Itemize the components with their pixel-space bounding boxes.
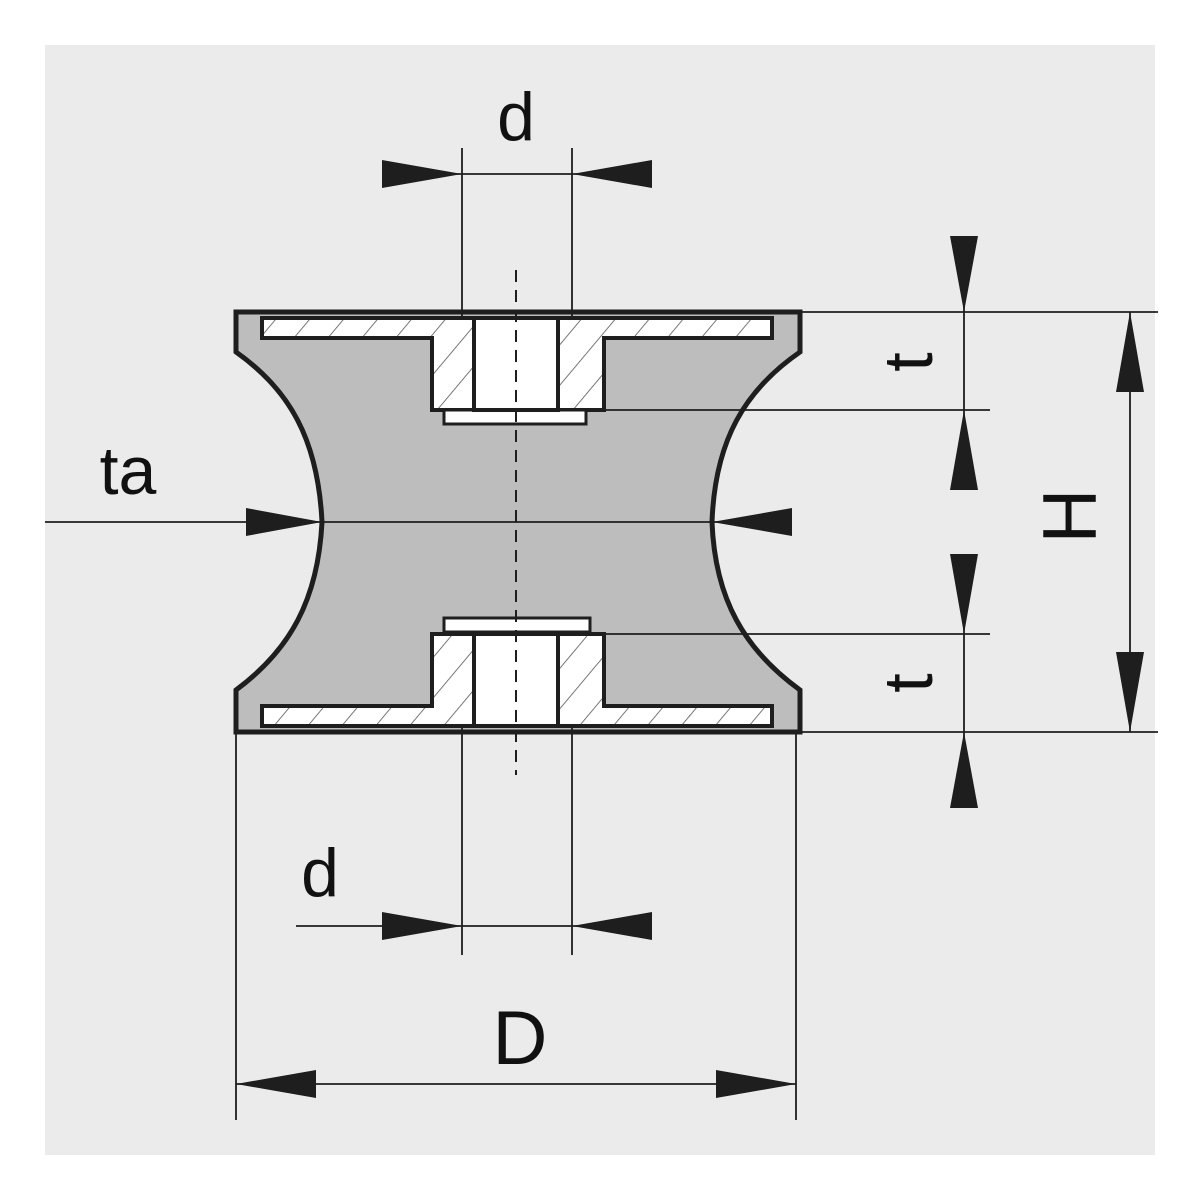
arrowhead <box>382 912 462 940</box>
arrowhead <box>950 554 978 634</box>
label-t-top: t <box>869 352 947 371</box>
dimension-D <box>236 1070 796 1098</box>
arrowhead <box>382 160 462 188</box>
arrowhead <box>246 508 322 536</box>
dimension-H <box>1116 312 1144 732</box>
arrowhead <box>950 732 978 808</box>
label-d-top: d <box>497 79 535 155</box>
arrowhead <box>1116 312 1144 392</box>
arrowhead <box>1116 652 1144 732</box>
label-d-bottom: d <box>301 835 339 911</box>
arrowhead <box>236 1070 316 1098</box>
dimension-t-bottom <box>950 554 978 808</box>
dimension-d-top <box>382 160 652 188</box>
dimension-ta <box>45 508 792 536</box>
arrowhead <box>950 410 978 490</box>
label-D: D <box>493 996 548 1081</box>
label-H: H <box>1028 489 1113 544</box>
arrowhead <box>950 236 978 312</box>
label-ta: ta <box>100 433 157 509</box>
arrowhead <box>712 508 792 536</box>
extension-lines <box>235 148 1158 1120</box>
arrowhead <box>716 1070 796 1098</box>
arrowhead <box>572 912 652 940</box>
dimension-d-bottom <box>296 912 652 940</box>
label-t-bottom: t <box>869 673 947 692</box>
dimension-t-top <box>950 236 978 490</box>
arrowhead <box>572 160 652 188</box>
